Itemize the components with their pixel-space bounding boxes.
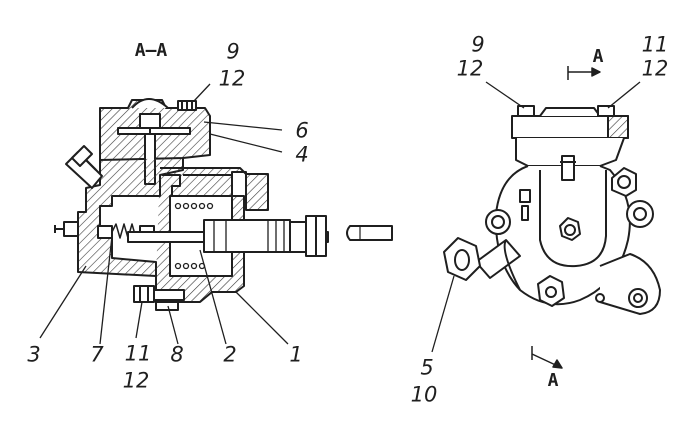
plunger-rod xyxy=(346,225,393,241)
leader-lines-right xyxy=(431,81,641,353)
callout-10: 10 xyxy=(410,382,438,407)
inner-hex-nut xyxy=(559,217,581,241)
left-plug xyxy=(63,221,79,237)
cover-boss xyxy=(131,98,169,109)
shaft-nut xyxy=(289,221,307,253)
callout-12-top: 12 xyxy=(218,66,246,91)
callout-9: 9 xyxy=(226,39,240,64)
section-view xyxy=(39,83,393,345)
section-arrow-bottom-label: А xyxy=(547,370,559,391)
bottom-flange xyxy=(599,253,661,315)
leader-lines-left xyxy=(39,83,289,345)
callout-3: 3 xyxy=(27,342,41,367)
callout-7: 7 xyxy=(90,342,104,367)
cap-screw-left xyxy=(517,105,535,117)
inlet-elbow xyxy=(475,239,521,279)
callout-8: 8 xyxy=(170,342,184,367)
inlet-hex-nut xyxy=(443,237,481,281)
callout-9-right: 9 xyxy=(471,32,485,57)
bottom-bolt xyxy=(133,285,155,303)
section-title: А–А xyxy=(134,40,168,61)
shaft-sleeve xyxy=(203,219,291,253)
bottom-hex-nut xyxy=(537,275,565,307)
housing-bracket xyxy=(162,174,181,196)
callout-6: 6 xyxy=(295,118,309,143)
section-arrow-top-label: А xyxy=(592,46,604,67)
callout-12-right-left: 12 xyxy=(456,56,484,81)
callout-12-bottom: 12 xyxy=(122,368,150,393)
callout-2: 2 xyxy=(223,342,237,367)
callout-11-right: 11 xyxy=(641,32,669,57)
section-arrow-bottom xyxy=(531,346,563,369)
front-view xyxy=(431,66,661,369)
section-arrow-top xyxy=(567,66,601,80)
callout-12-right-right: 12 xyxy=(641,56,669,81)
callout-1: 1 xyxy=(289,342,303,367)
callout-11: 11 xyxy=(124,341,152,366)
cap-screw-right xyxy=(597,105,615,117)
diaphragm xyxy=(117,127,191,135)
right-hex-nut xyxy=(611,167,637,197)
right-lug xyxy=(626,200,654,228)
inner-window xyxy=(539,170,607,268)
left-lug xyxy=(485,209,511,235)
callout-5: 5 xyxy=(420,355,434,380)
callout-4: 4 xyxy=(295,142,309,167)
